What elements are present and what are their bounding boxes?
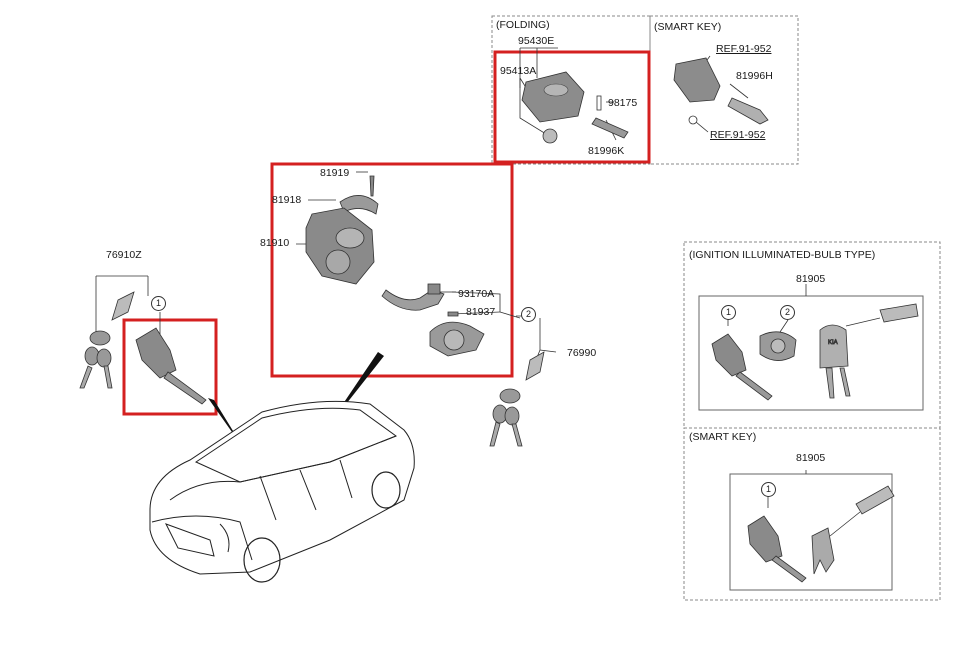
- label-ref-91-952-top: REF.91-952: [716, 43, 772, 55]
- label-81919: 81919: [320, 167, 350, 179]
- label-81996h: 81996H: [736, 70, 773, 82]
- folding-key-fob: [521, 71, 629, 144]
- car-outline: [149, 400, 415, 583]
- label-76910z: 76910Z: [106, 249, 142, 261]
- highlight-door-cylinder: [122, 318, 218, 416]
- door-lock-cylinder: [135, 327, 207, 405]
- bulb-type-set-parts: KIA: [711, 303, 919, 401]
- ignition-lock-assembly: [305, 175, 485, 357]
- bulb-type-inner-box: [698, 295, 924, 411]
- bulb-type-header: (IGNITION ILLUMINATED-BULB TYPE): [689, 249, 876, 261]
- smart-key-set-parts: [747, 485, 895, 583]
- smart-key-top-header: (SMART KEY): [654, 21, 722, 33]
- label-76990: 76990: [567, 347, 597, 359]
- svg-text:KIA: KIA: [828, 340, 838, 346]
- label-81937: 81937: [466, 306, 496, 318]
- smart-key-set-section-box: [683, 427, 941, 601]
- smart-key-set-header: (SMART KEY): [689, 431, 757, 443]
- label-81996k: 81996K: [588, 145, 625, 157]
- highlight-folding-key: [493, 50, 651, 164]
- folding-header: (FOLDING): [496, 19, 550, 31]
- smart-key-top-section-box: [649, 15, 799, 165]
- bulb-type-section-box: [683, 241, 941, 429]
- label-81910: 81910: [260, 237, 290, 249]
- label-81918: 81918: [272, 194, 302, 206]
- highlight-ignition-lock: [270, 162, 514, 378]
- callout-1-bulb: 1: [721, 305, 736, 320]
- label-93170a: 93170A: [458, 288, 495, 300]
- smart-key-inner-box: [729, 473, 893, 591]
- label-95430e: 95430E: [518, 35, 555, 47]
- label-98175: 98175: [608, 97, 638, 109]
- label-81905-bulb: 81905: [796, 273, 826, 285]
- label-ref-91-952-bottom: REF.91-952: [710, 129, 766, 141]
- smart-key-fob: [673, 57, 769, 125]
- callout-2-bulb: 2: [780, 305, 795, 320]
- label-95413a: 95413A: [500, 65, 537, 77]
- callout-1-door: 1: [151, 296, 166, 311]
- callout-2-ignition: 2: [521, 307, 536, 322]
- callout-1-smart: 1: [761, 482, 776, 497]
- key-set-76910z: [79, 291, 135, 389]
- key-set-76990: [489, 351, 545, 447]
- label-81905-smart: 81905: [796, 452, 826, 464]
